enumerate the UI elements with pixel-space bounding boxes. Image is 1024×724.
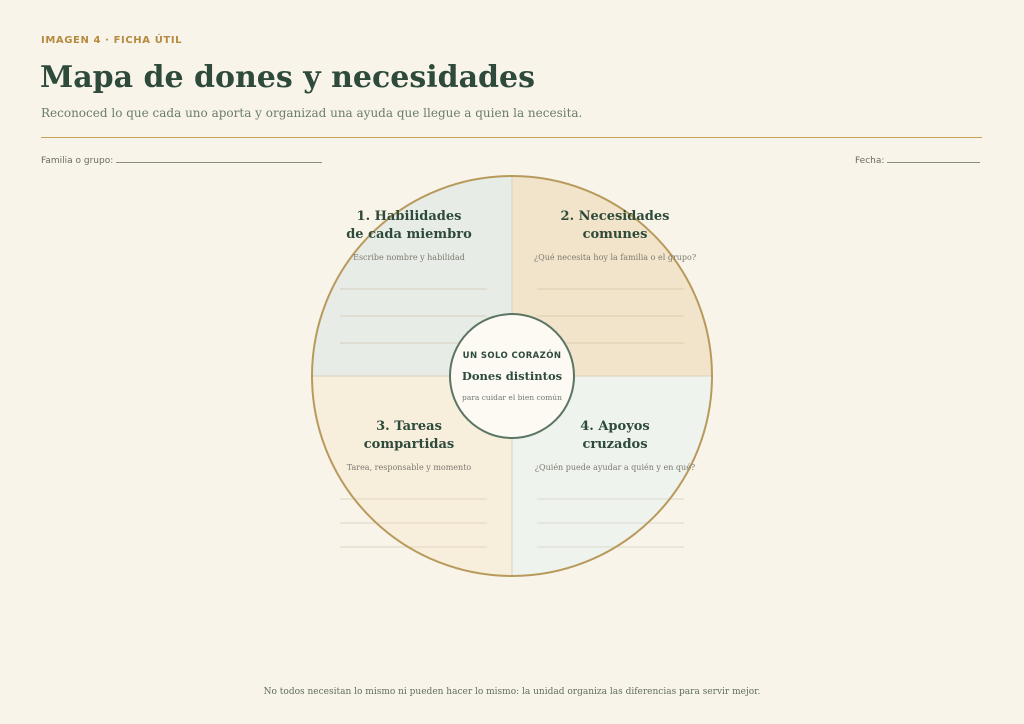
quadrant-4-title-line1: 4. Apoyos <box>580 419 650 434</box>
familia-blank-line[interactable] <box>116 153 323 163</box>
quadrant-3-hint: Tarea, responsable y momento <box>347 463 472 472</box>
quadrant-3-title-line2: compartidas <box>364 437 454 452</box>
quadrant-2-title-line1: 2. Necesidades <box>561 209 670 224</box>
quadrant-2-hint: ¿Qué necesita hoy la familia o el grupo? <box>534 253 696 262</box>
quadrant-1-title-line1: 1. Habilidades <box>357 209 462 224</box>
quadrant-1-title-line2: de cada miembro <box>346 227 472 242</box>
footnote: No todos necesitan lo mismo ni pueden ha… <box>263 687 761 697</box>
quadrant-2-background <box>512 176 712 376</box>
quadrant-2-title-line2: comunes <box>583 227 648 242</box>
header-divider <box>41 137 982 138</box>
quadrant-3-title-line1: 3. Tareas <box>376 419 442 434</box>
fecha-blank-line[interactable] <box>887 153 981 163</box>
quadrant-3-writing-lines[interactable] <box>340 498 487 548</box>
page-subtitle: Reconoced lo que cada uno aporta y organ… <box>41 106 583 120</box>
wheel-outline <box>311 175 713 577</box>
quadrant-1-hint: Escribe nombre y habilidad <box>353 253 465 262</box>
quadrant-4-hint: ¿Quién puede ayudar a quién y en qué? <box>535 463 695 472</box>
quadrant-4-title-line2: cruzados <box>582 437 647 452</box>
page-title: Mapa de dones y necesidades <box>40 60 536 95</box>
center-kicker: UN SOLO CORAZÓN <box>463 349 562 361</box>
center-circle <box>449 313 575 439</box>
center-caption: para cuidar el bien común <box>462 393 562 402</box>
quadrant-1-background <box>312 176 512 376</box>
fecha-field[interactable]: Fecha: <box>855 153 981 166</box>
familia-label: Familia o grupo: <box>41 156 114 166</box>
fecha-label: Fecha: <box>855 156 885 166</box>
quadrant-4-writing-lines[interactable] <box>537 498 684 548</box>
familia-field[interactable]: Familia o grupo: <box>41 153 323 166</box>
quadrant-3-background <box>312 376 512 576</box>
eyebrow-label: IMAGEN 4 · FICHA ÚTIL <box>41 35 183 46</box>
quadrant-4-background <box>512 376 712 576</box>
center-title: Dones distintos <box>462 369 562 383</box>
